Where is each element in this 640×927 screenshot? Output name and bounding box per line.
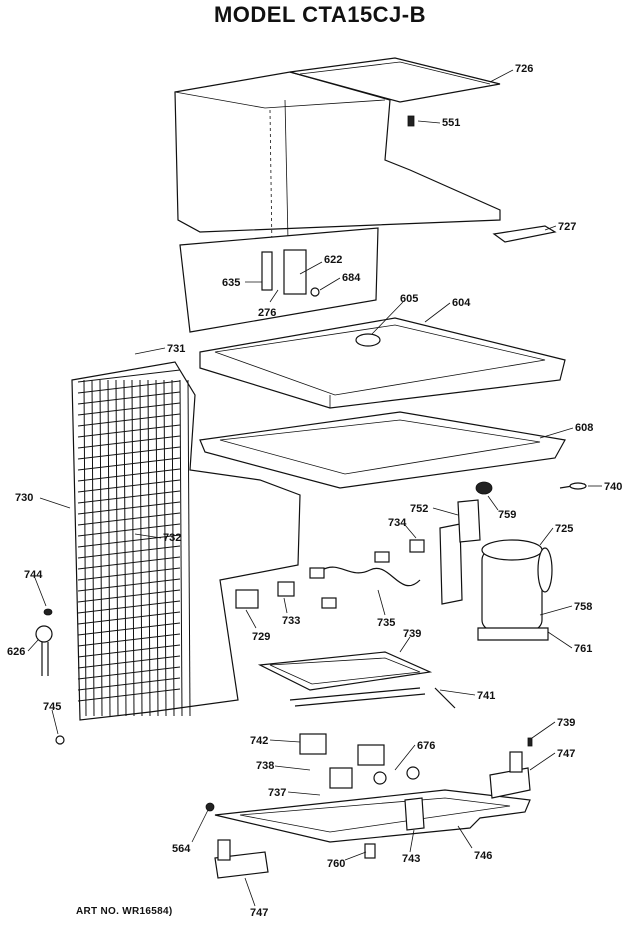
compressor — [477, 539, 553, 641]
part-label-551: 551 — [442, 117, 460, 129]
part-label-743: 743 — [402, 853, 420, 865]
cabinet-top-cover — [174, 71, 501, 251]
bracket-727 — [492, 225, 557, 243]
part-760 — [364, 843, 376, 859]
part-label-747-bottom: 747 — [250, 907, 268, 919]
bracket-747-bottom — [214, 839, 269, 879]
part-label-635: 635 — [222, 277, 240, 289]
part-label-608: 608 — [575, 422, 593, 434]
bracket-752 — [439, 499, 481, 605]
part-label-626: 626 — [7, 646, 25, 658]
part-label-564: 564 — [172, 843, 191, 855]
screw-551 — [407, 115, 415, 127]
part-labels: 726 551 727 622 684 635 276 605 604 731 … — [7, 63, 622, 919]
part-label-759: 759 — [498, 509, 516, 521]
part-label-739: 739 — [403, 628, 421, 640]
part-label-752: 752 — [410, 503, 428, 515]
condenser-coil — [71, 361, 301, 721]
base-frame — [214, 733, 531, 843]
bracket-747-right — [489, 751, 531, 799]
part-label-746: 746 — [474, 850, 492, 862]
part-label-732: 732 — [163, 532, 181, 544]
part-label-727: 727 — [558, 221, 576, 233]
part-label-742: 742 — [250, 735, 268, 747]
part-label-740: 740 — [604, 481, 622, 493]
part-label-676: 676 — [417, 740, 435, 752]
part-label-738: 738 — [256, 760, 274, 772]
part-label-741: 741 — [477, 690, 495, 702]
part-label-276: 276 — [258, 307, 276, 319]
base-pan — [199, 317, 566, 409]
rear-panel — [179, 227, 379, 333]
clip-744 — [43, 608, 53, 616]
part-label-760: 760 — [327, 858, 345, 870]
part-label-730: 730 — [15, 492, 33, 504]
electrical-components — [235, 539, 425, 609]
part-label-745: 745 — [43, 701, 61, 713]
part-label-729: 729 — [252, 631, 270, 643]
grommet-759 — [475, 481, 493, 495]
part-626 — [35, 625, 53, 676]
part-label-725: 725 — [555, 523, 573, 535]
top-panel — [289, 57, 501, 103]
part-label-747-right: 747 — [557, 748, 575, 760]
art-number: ART NO. WR16584) — [76, 906, 173, 917]
tray-739 — [257, 651, 456, 709]
sensor-740 — [559, 482, 587, 490]
part-label-622: 622 — [324, 254, 342, 266]
part-label-734: 734 — [388, 517, 407, 529]
part-label-761: 761 — [574, 643, 592, 655]
part-label-605: 605 — [400, 293, 418, 305]
part-label-604: 604 — [452, 297, 471, 309]
part-label-731: 731 — [167, 343, 185, 355]
part-label-735: 735 — [377, 617, 395, 629]
part-745 — [55, 735, 65, 745]
part-label-733: 733 — [282, 615, 300, 627]
part-label-684: 684 — [342, 272, 361, 284]
part-label-758: 758 — [574, 601, 592, 613]
part-label-737: 737 — [268, 787, 286, 799]
drain-pan — [199, 411, 566, 489]
leader-lines — [27, 69, 602, 907]
screw-564 — [205, 802, 215, 812]
screw-739-lower — [527, 737, 533, 747]
part-label-744: 744 — [24, 569, 43, 581]
part-label-739-lower: 739 — [557, 717, 575, 729]
diagram-title: MODEL CTA15CJ-B — [213, 2, 427, 27]
part-label-726: 726 — [515, 63, 533, 75]
